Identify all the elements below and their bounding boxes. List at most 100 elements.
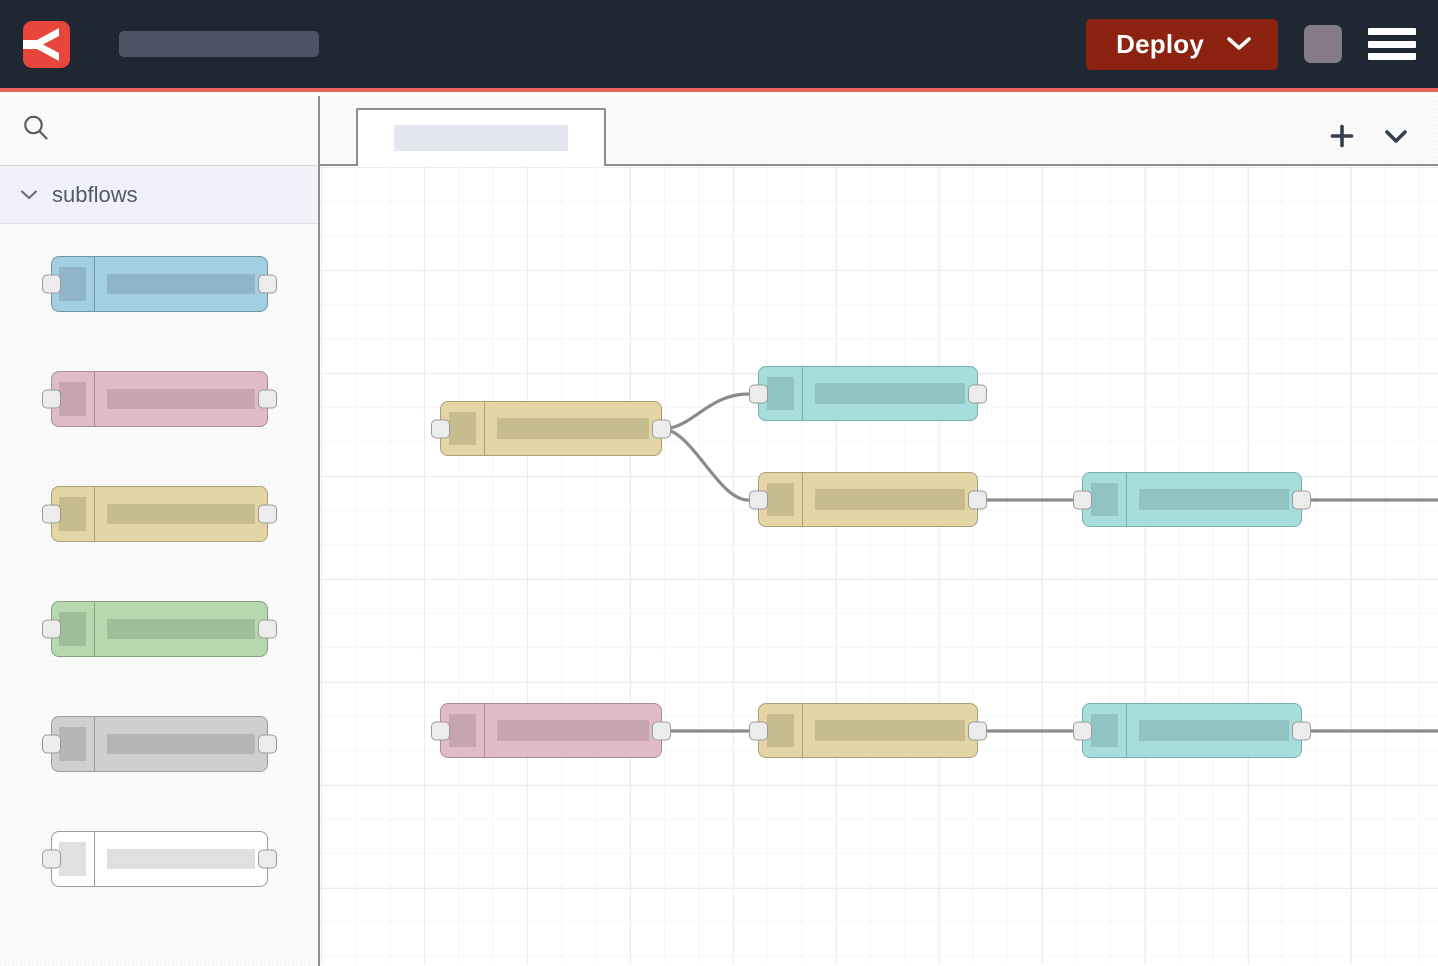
flow-wires <box>660 392 1438 733</box>
node-input-port[interactable] <box>1073 721 1092 740</box>
node-output-port[interactable] <box>257 274 277 294</box>
node-body[interactable] <box>41 716 277 772</box>
search-icon[interactable] <box>21 113 51 148</box>
node-body[interactable] <box>1073 472 1311 527</box>
palette-node-1[interactable] <box>41 256 277 312</box>
node-input-port[interactable] <box>41 504 61 524</box>
node-type-icon <box>767 483 794 516</box>
chevron-down-icon[interactable] <box>1220 36 1278 52</box>
node-input-port[interactable] <box>41 389 61 409</box>
node-icon-cell <box>1083 704 1127 757</box>
plus-icon[interactable] <box>1328 122 1356 150</box>
node-output-port[interactable] <box>968 721 987 740</box>
flow-tab-1[interactable] <box>356 108 606 166</box>
palette-search-bar[interactable] <box>0 96 318 166</box>
node-label <box>106 503 255 525</box>
palette-node-3[interactable] <box>41 486 277 542</box>
node-icon-cell <box>52 257 95 311</box>
node-body[interactable] <box>1073 703 1311 758</box>
header-actions: Deploy <box>1086 18 1416 70</box>
node-output-port[interactable] <box>652 721 671 740</box>
node-output-port[interactable] <box>968 384 987 403</box>
node-red-logo[interactable] <box>23 20 70 68</box>
deploy-button[interactable]: Deploy <box>1086 18 1278 70</box>
node-input-port[interactable] <box>749 490 768 509</box>
node-input-port[interactable] <box>749 721 768 740</box>
node-type-icon <box>1091 483 1118 516</box>
palette-node-4[interactable] <box>41 601 277 657</box>
palette-node-6[interactable] <box>41 831 277 887</box>
hamburger-menu-icon[interactable] <box>1368 24 1416 64</box>
node-output-port[interactable] <box>968 490 987 509</box>
node-input-port[interactable] <box>41 274 61 294</box>
flow-canvas[interactable] <box>320 166 1438 964</box>
flow-node-f[interactable] <box>749 703 987 758</box>
palette-node-list <box>0 224 318 887</box>
flow-node-g[interactable] <box>1073 703 1311 758</box>
node-output-port[interactable] <box>1292 721 1311 740</box>
menu-bar-3 <box>1368 53 1416 60</box>
node-output-port[interactable] <box>257 849 277 869</box>
node-label <box>497 720 649 741</box>
user-avatar[interactable] <box>1304 25 1342 63</box>
flow-node-d[interactable] <box>1073 472 1311 527</box>
chevron-down-icon[interactable] <box>16 189 42 201</box>
node-label-cell <box>95 602 267 656</box>
flow-tab-label <box>394 125 568 151</box>
menu-bar-1 <box>1368 28 1416 35</box>
node-label <box>106 618 255 640</box>
node-icon-cell <box>441 402 485 455</box>
node-body[interactable] <box>749 703 987 758</box>
node-input-port[interactable] <box>1073 490 1092 509</box>
flow-title-field[interactable] <box>119 31 319 57</box>
node-output-port[interactable] <box>257 504 277 524</box>
node-label-cell <box>1127 473 1301 526</box>
node-input-port[interactable] <box>431 721 450 740</box>
deploy-button-label: Deploy <box>1116 28 1204 59</box>
node-label <box>814 489 965 510</box>
node-output-port[interactable] <box>257 389 277 409</box>
node-body[interactable] <box>431 703 671 758</box>
node-output-port[interactable] <box>652 419 671 438</box>
node-body[interactable] <box>41 371 277 427</box>
node-body[interactable] <box>41 601 277 657</box>
node-icon-cell <box>759 704 803 757</box>
node-icon-cell <box>52 602 95 656</box>
node-input-port[interactable] <box>41 849 61 869</box>
wire-a-to-b[interactable] <box>660 392 750 431</box>
node-input-port[interactable] <box>41 619 61 639</box>
node-body[interactable] <box>431 401 671 456</box>
node-type-icon <box>1091 714 1118 747</box>
node-type-icon <box>767 714 794 747</box>
palette-category-subflows[interactable]: subflows <box>0 166 318 224</box>
flow-node-c[interactable] <box>749 472 987 527</box>
palette-node-2[interactable] <box>41 371 277 427</box>
node-icon-cell <box>1083 473 1127 526</box>
node-icon-cell <box>52 717 95 771</box>
menu-bar-2 <box>1368 40 1416 48</box>
node-input-port[interactable] <box>431 419 450 438</box>
palette-node-5[interactable] <box>41 716 277 772</box>
node-body[interactable] <box>41 486 277 542</box>
flow-node-a[interactable] <box>431 401 671 456</box>
wire-a-to-c[interactable] <box>660 427 750 502</box>
node-body[interactable] <box>41 256 277 312</box>
node-icon-cell <box>52 487 95 541</box>
node-output-port[interactable] <box>257 734 277 754</box>
node-body[interactable] <box>749 366 987 421</box>
flow-node-e[interactable] <box>431 703 671 758</box>
node-output-port[interactable] <box>1292 490 1311 509</box>
node-type-icon <box>59 842 86 876</box>
node-type-icon <box>59 727 86 761</box>
node-body[interactable] <box>41 831 277 887</box>
node-type-icon <box>59 612 86 646</box>
node-body[interactable] <box>749 472 987 527</box>
chevron-down-icon[interactable] <box>1382 126 1410 146</box>
node-type-icon <box>449 412 476 445</box>
node-output-port[interactable] <box>257 619 277 639</box>
node-label <box>1138 489 1289 510</box>
node-input-port[interactable] <box>749 384 768 403</box>
flow-node-b[interactable] <box>749 366 987 421</box>
node-input-port[interactable] <box>41 734 61 754</box>
node-label <box>106 848 255 870</box>
